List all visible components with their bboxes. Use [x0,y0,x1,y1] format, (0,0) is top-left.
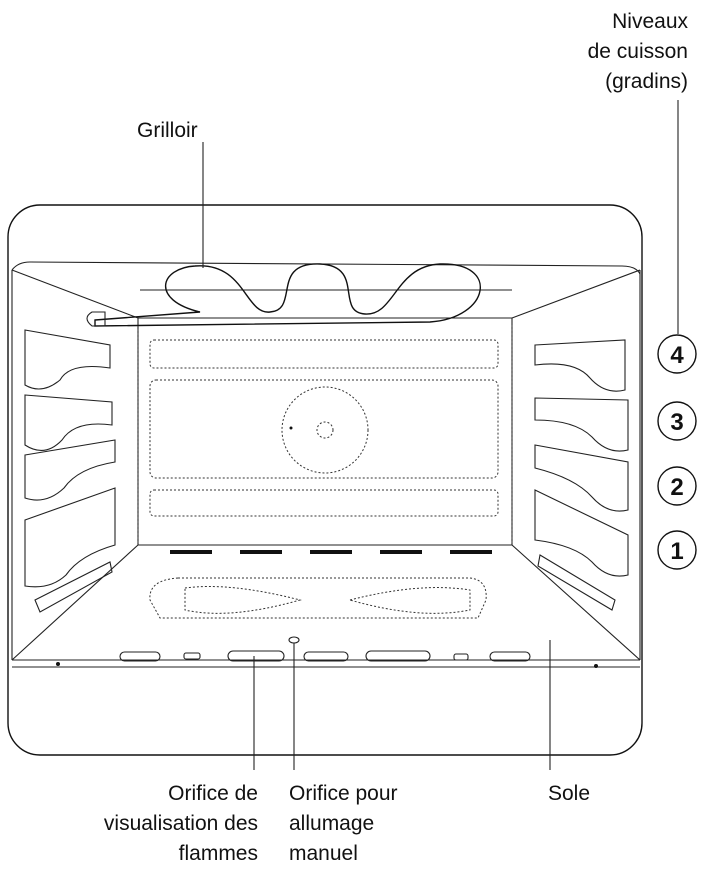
manual-ignition-label-line3: manuel [289,842,358,865]
fan-cover [281,386,369,474]
ignition-hole [288,636,300,644]
rack-level-3: 3 [670,409,683,436]
manual-ignition-label-line2: allumage [289,812,374,835]
oven-cavity [7,204,643,756]
rack-level-1: 1 [670,538,683,565]
manual-ignition-label-line1: Orifice pour [289,782,398,805]
levels-label-line1: Niveaux [612,10,688,33]
rack-level-3-circle [657,401,697,441]
rack-level-4-circle [657,334,697,374]
right-rack-runners [534,339,629,611]
grill-element [86,263,512,327]
levels-label-line2: de cuisson [588,40,688,63]
oven-floor [119,577,531,662]
flame-window-label-line2: visualisation des [104,812,258,835]
floor-label: Sole [548,782,590,805]
rack-level-4: 4 [670,342,684,369]
rack-level-markers: 4 3 2 1 [657,334,697,570]
back-wall-panels [137,325,513,545]
levels-label-line3: (gradins) [605,70,688,93]
grill-label: Grilloir [137,119,198,142]
rack-level-2-circle [657,466,697,506]
leader-lines [202,100,679,770]
rack-level-2: 2 [670,474,683,501]
callout-labels: Niveaux de cuisson (gradins) Grilloir Or… [104,10,689,865]
flame-window-label-line1: Orifice de [168,782,258,805]
flame-window-label-line3: flammes [179,842,258,865]
left-rack-runners [24,329,116,613]
rack-level-1-circle [657,530,697,570]
